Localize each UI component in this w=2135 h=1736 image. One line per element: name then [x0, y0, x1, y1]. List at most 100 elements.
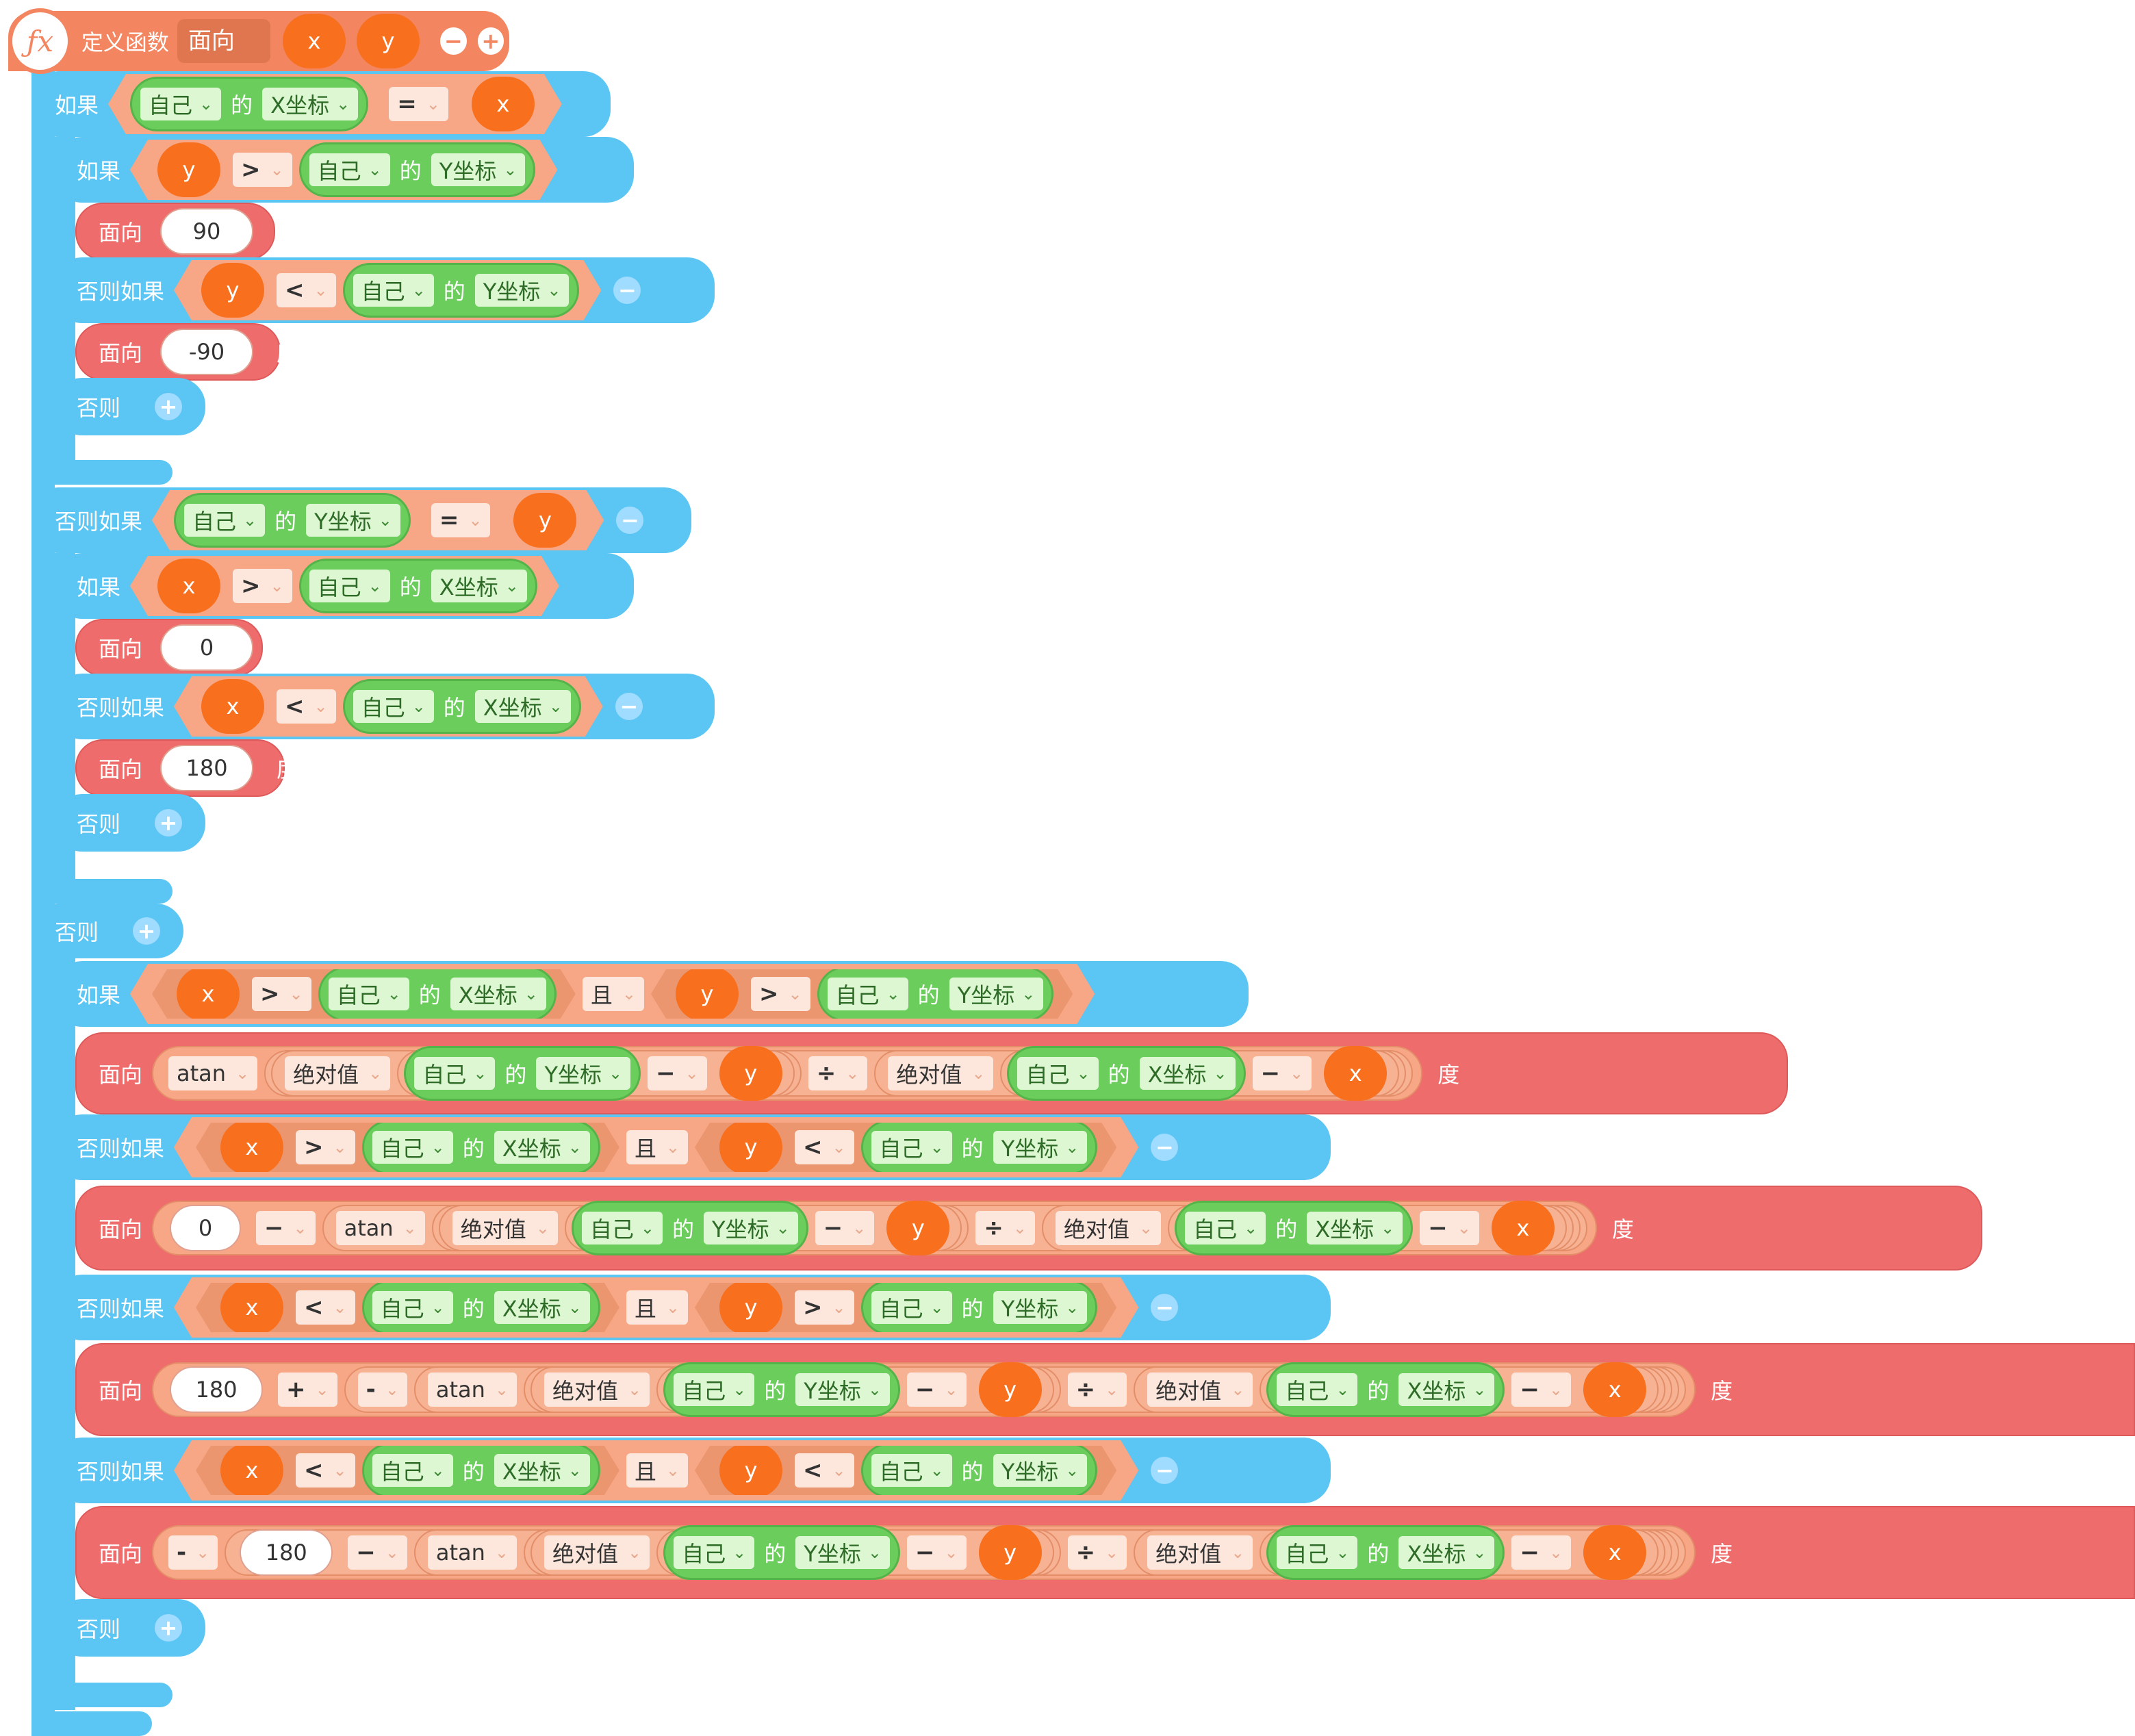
- condition-y-gt-self-y[interactable]: y > 自己的Y坐标: [695, 1283, 1116, 1332]
- sub-reporter[interactable]: 自己的X坐标 − x: [1168, 1201, 1567, 1255]
- atan-reporter[interactable]: atan 绝对值 自己的Y坐标 − y ÷ 绝对值 自己的X坐标 − x: [322, 1201, 1587, 1255]
- face-180-plus-block[interactable]: 面向 180 + - atan 绝对值 自己的Y坐标 − y ÷ 绝对值: [75, 1343, 2135, 1436]
- self-x-coord-reporter[interactable]: 自己的X坐标: [299, 559, 537, 613]
- param-y[interactable]: y: [357, 14, 420, 68]
- x-coord-dropdown[interactable]: X坐标: [431, 570, 527, 602]
- self-y-coord-reporter[interactable]: 自己的Y坐标: [861, 1120, 1098, 1175]
- negate-dropdown[interactable]: -: [168, 1535, 218, 1570]
- sub-operator-dropdown[interactable]: −: [815, 1211, 875, 1245]
- var-y[interactable]: y: [201, 263, 264, 318]
- face-neg-180-block[interactable]: 面向 - 180 − atan 绝对值 自己的Y坐标 − y ÷ 绝对值: [75, 1506, 2135, 1599]
- abs-reporter[interactable]: 绝对值 自己的X坐标 − x: [874, 1046, 1407, 1101]
- face-neg90-block[interactable]: 面向 -90 度: [75, 323, 298, 381]
- condition-x-lt-self-x[interactable]: x < 自己的X坐标: [196, 1446, 619, 1495]
- var-x[interactable]: x: [220, 1443, 283, 1498]
- var-x[interactable]: x: [1324, 1046, 1388, 1101]
- self-y-coord-reporter[interactable]: 自己的Y坐标: [861, 1443, 1098, 1498]
- self-x-coord-reporter[interactable]: 自己的X坐标: [1266, 1362, 1505, 1417]
- divide-reporter[interactable]: 绝对值 自己的Y坐标 − y ÷ 绝对值 自己的X坐标 − x: [431, 1201, 1581, 1255]
- self-dropdown[interactable]: 自己: [372, 1291, 453, 1324]
- x-coord-dropdown[interactable]: X坐标: [475, 690, 571, 723]
- self-dropdown[interactable]: 自己: [871, 1454, 952, 1487]
- self-dropdown[interactable]: 自己: [674, 1536, 755, 1569]
- y-coord-dropdown[interactable]: Y坐标: [993, 1291, 1088, 1324]
- face-180-block[interactable]: 面向 180 度: [75, 739, 298, 797]
- add-branch-icon[interactable]: +: [155, 809, 183, 837]
- div-operator-dropdown[interactable]: ÷: [1067, 1535, 1127, 1570]
- lt-operator-dropdown[interactable]: <: [795, 1130, 854, 1164]
- abs-dropdown[interactable]: 绝对值: [888, 1056, 994, 1090]
- self-dropdown[interactable]: 自己: [329, 978, 409, 1010]
- remove-branch-icon[interactable]: −: [1151, 1134, 1179, 1161]
- self-y-coord-reporter[interactable]: 自己的Y坐标: [404, 1046, 641, 1101]
- gt-operator-dropdown[interactable]: >: [751, 977, 810, 1011]
- atan-dropdown[interactable]: atan: [335, 1211, 425, 1245]
- abs-dropdown[interactable]: 绝对值: [544, 1535, 650, 1570]
- add-param-icon[interactable]: +: [477, 27, 504, 55]
- sub-operator-dropdown[interactable]: −: [348, 1535, 407, 1570]
- condition-self-y-eq-y[interactable]: 自己的Y坐标 = y: [152, 490, 604, 550]
- sub-reporter[interactable]: 自己的Y坐标 − y: [656, 1525, 1054, 1580]
- y-coord-dropdown[interactable]: Y坐标: [949, 978, 1044, 1010]
- abs-reporter[interactable]: 绝对值 自己的Y坐标 − y: [438, 1201, 969, 1255]
- elseif-x-lt[interactable]: 否则如果 x < 自己的X坐标 −: [55, 674, 715, 739]
- quad4-elseif[interactable]: 否则如果 x > 自己的X坐标 且 y < 自己的Y坐标 −: [55, 1114, 1331, 1180]
- self-dropdown[interactable]: 自己: [1185, 1212, 1266, 1244]
- self-y-coord-reporter[interactable]: 自己的Y坐标: [174, 493, 411, 548]
- inner-if-x-gt[interactable]: 如果 x > 自己的X坐标: [55, 553, 634, 619]
- sub-reporter[interactable]: 自己的X坐标 − x: [1260, 1362, 1659, 1417]
- self-dropdown[interactable]: 自己: [1017, 1057, 1099, 1090]
- sub-operator-dropdown[interactable]: −: [906, 1535, 967, 1570]
- quad2-elseif[interactable]: 否则如果 x < 自己的X坐标 且 y > 自己的Y坐标 −: [55, 1275, 1331, 1340]
- angle-input[interactable]: -90: [160, 329, 254, 375]
- condition-y-lt-self-y[interactable]: y < 自己的Y坐标: [174, 260, 601, 320]
- x-coord-dropdown[interactable]: X坐标: [1398, 1536, 1495, 1569]
- div-operator-dropdown[interactable]: ÷: [975, 1211, 1035, 1245]
- lt-operator-dropdown[interactable]: <: [277, 689, 336, 724]
- var-x[interactable]: x: [201, 679, 264, 734]
- atan-reporter[interactable]: atan 绝对值 自己的Y坐标 − y ÷ 绝对值 自己的X坐标 −: [413, 1525, 1680, 1580]
- condition-y-lt-self-y[interactable]: y < 自己的Y坐标: [695, 1446, 1116, 1495]
- inner-if-y-gt[interactable]: 如果 y > 自己的Y坐标: [55, 137, 634, 203]
- y-coord-dropdown[interactable]: Y坐标: [475, 274, 570, 307]
- var-x[interactable]: x: [220, 1120, 283, 1175]
- self-dropdown[interactable]: 自己: [140, 88, 221, 120]
- var-x[interactable]: x: [220, 1280, 283, 1335]
- self-x-coord-reporter[interactable]: 自己的X坐标: [362, 1280, 600, 1335]
- abs-reporter[interactable]: 绝对值 自己的Y坐标 − y: [271, 1046, 802, 1101]
- y-coord-dropdown[interactable]: Y坐标: [795, 1536, 890, 1569]
- condition-y-gt-self-y[interactable]: y > 自己的Y坐标: [130, 140, 557, 200]
- self-dropdown[interactable]: 自己: [674, 1373, 755, 1406]
- negate-dropdown[interactable]: -: [357, 1373, 407, 1407]
- outer-elseif-header[interactable]: 否则如果 自己的Y坐标 = y −: [31, 487, 691, 553]
- var-y[interactable]: y: [719, 1443, 782, 1498]
- abs-dropdown[interactable]: 绝对值: [1147, 1535, 1253, 1570]
- condition-x-gt-self-x[interactable]: x > 自己的X坐标: [130, 556, 559, 616]
- abs-reporter[interactable]: 绝对值 自己的Y坐标 − y: [530, 1362, 1061, 1417]
- sub-operator-dropdown[interactable]: −: [1511, 1373, 1572, 1407]
- self-dropdown[interactable]: 自己: [309, 570, 390, 602]
- condition-x-gt-self-x[interactable]: x > 自己的X坐标: [196, 1123, 619, 1172]
- var-y[interactable]: y: [676, 967, 739, 1021]
- gt-operator-dropdown[interactable]: >: [795, 1290, 854, 1325]
- atan-dropdown[interactable]: atan: [427, 1373, 517, 1407]
- atan-dropdown[interactable]: atan: [168, 1056, 258, 1090]
- sub-operator-dropdown[interactable]: −: [648, 1056, 707, 1090]
- elseif-y-lt[interactable]: 否则如果 y < 自己的Y坐标 −: [55, 257, 715, 323]
- outer-else-header[interactable]: 否则 +: [31, 904, 183, 958]
- self-y-coord-reporter[interactable]: 自己的Y坐标: [343, 263, 580, 318]
- divide-reporter[interactable]: 绝对值 自己的Y坐标 − y ÷ 绝对值 自己的X坐标 − x: [524, 1362, 1673, 1417]
- add-reporter[interactable]: 180 + - atan 绝对值 自己的Y坐标 − y ÷ 绝对值: [152, 1362, 1696, 1417]
- var-y[interactable]: y: [157, 142, 220, 197]
- x-coord-dropdown[interactable]: X坐标: [494, 1454, 590, 1487]
- self-x-coord-reporter[interactable]: 自己的X坐标: [1266, 1525, 1505, 1580]
- sub-reporter[interactable]: 自己的X坐标 − x: [1000, 1046, 1400, 1101]
- and-operator-dropdown[interactable]: 且: [626, 1453, 688, 1488]
- remove-branch-icon[interactable]: −: [613, 277, 641, 304]
- condition-self-x-eq-x[interactable]: 自己的X坐标 = x: [108, 74, 562, 134]
- outer-if-header[interactable]: 如果 自己的X坐标 = x: [31, 71, 611, 137]
- sub-reporter[interactable]: 自己的Y坐标 − y: [397, 1046, 795, 1101]
- angle-input[interactable]: 180: [160, 745, 254, 791]
- abs-dropdown[interactable]: 绝对值: [452, 1211, 558, 1245]
